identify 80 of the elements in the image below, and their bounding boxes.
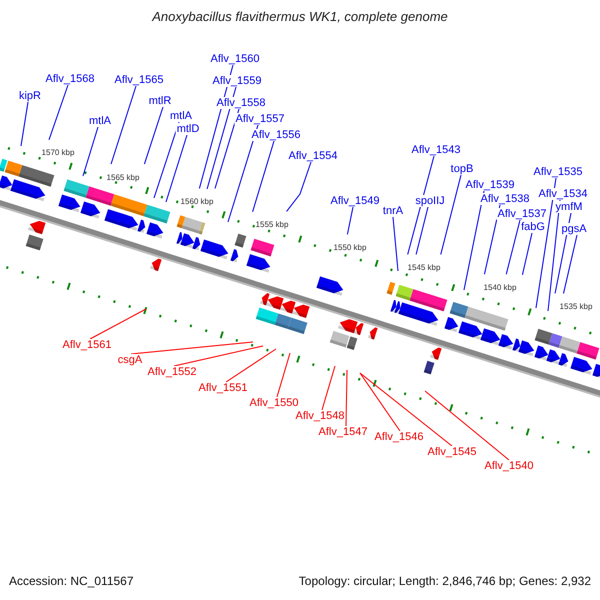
leader-line (226, 348, 276, 382)
scale-label: 1570 kbp (42, 148, 74, 158)
leader-line (90, 308, 146, 340)
gene-label: Aflv_1549 (330, 195, 380, 207)
leader-line (206, 86, 236, 190)
leader-line (536, 178, 556, 308)
gene-label: mtlD (176, 123, 200, 135)
gene-label: Aflv_1537 (496, 208, 548, 220)
scale-label: 1540 kbp (484, 283, 516, 293)
title: Anoxybacillus flavithermus WK1, complete genome (151, 11, 449, 23)
scale-label: 1545 kbp (408, 263, 440, 273)
gene-label: Aflv_1559 (212, 75, 262, 87)
scale-label: 1555 kbp (256, 220, 288, 230)
gene-label: Aflv_1543 (410, 144, 462, 156)
leader-line (548, 200, 560, 312)
accession-text: Accession: NC_011567 (8, 575, 135, 587)
leader-line (214, 108, 240, 189)
gene-label: csgA (116, 354, 144, 366)
leader-line (276, 352, 290, 398)
leader-line (424, 390, 510, 460)
gene-label: Aflv_1558 (216, 97, 266, 109)
leader-line (464, 190, 484, 290)
leader-line (252, 140, 274, 212)
gene-label: Aflv_1546 (374, 431, 424, 443)
gene-label: mtlR (148, 95, 172, 107)
leader-line (416, 206, 428, 256)
gene-label: pgsA (560, 223, 588, 235)
leader-line (360, 372, 400, 432)
gene-label: Aflv_1547 (318, 426, 368, 438)
leader-line (440, 174, 462, 255)
leader-line (130, 342, 254, 354)
leader-line (522, 232, 532, 276)
scale-label: 1535 kbp (560, 302, 592, 312)
gene-label: tnrA (382, 205, 404, 217)
leader-line (166, 134, 188, 202)
leader-line (174, 346, 264, 366)
gene-label: Aflv_1539 (464, 179, 516, 191)
leader-line (563, 234, 578, 294)
gene-label: mtlA (88, 115, 112, 127)
gene-label: Aflv_1534 (538, 188, 588, 200)
gene-label: Aflv_1535 (532, 166, 584, 178)
gene-label: Aflv_1548 (294, 410, 346, 422)
scale-label: 1565 kbp (106, 173, 140, 183)
leader-line (110, 86, 136, 165)
leader-line (360, 372, 452, 446)
leader-line (154, 122, 180, 198)
gene-label: Aflv_1561 (62, 339, 112, 351)
leader-line (322, 366, 336, 410)
gene-label: Aflv_1545 (426, 446, 478, 458)
leader-line (20, 102, 28, 146)
leader-line (144, 106, 164, 165)
gene-label: Aflv_1568 (44, 73, 96, 85)
genome-summary-text: Topology: circular; Length: 2,846,746 bp; Genes: 2,932 (298, 575, 592, 587)
gene-label: Aflv_1551 (198, 382, 248, 394)
leader-line (286, 162, 312, 212)
leader-line (228, 124, 258, 222)
gene-label: Aflv_1557 (234, 113, 286, 125)
gene-label: ymfM (554, 201, 584, 213)
leader-line (346, 206, 354, 235)
gene-label: Aflv_1550 (248, 397, 300, 409)
leader-line (48, 84, 68, 140)
gene-label: Aflv_1552 (146, 366, 198, 378)
gene-label: Aflv_1554 (288, 150, 338, 162)
gene-label: spoIIJ (414, 195, 446, 207)
leader-line (506, 220, 520, 275)
leader-line (392, 216, 398, 272)
leader-line (346, 370, 348, 426)
gene-label: topB (450, 163, 474, 175)
scale-label: 1560 kbp (180, 197, 214, 207)
leader-line (407, 156, 434, 256)
gene-label: Aflv_1556 (250, 129, 302, 141)
gene-label: fabG (520, 221, 546, 233)
gene-label: Aflv_1560 (210, 53, 260, 65)
gene-label: Aflv_1565 (114, 74, 164, 86)
scale-label: 1550 kbp (334, 243, 366, 253)
gene-label: Aflv_1540 (484, 460, 534, 472)
gene-label: kipR (18, 90, 42, 102)
leader-line (82, 126, 98, 176)
gene-label: mtlA (169, 110, 193, 122)
gene-label: Aflv_1538 (480, 193, 530, 205)
